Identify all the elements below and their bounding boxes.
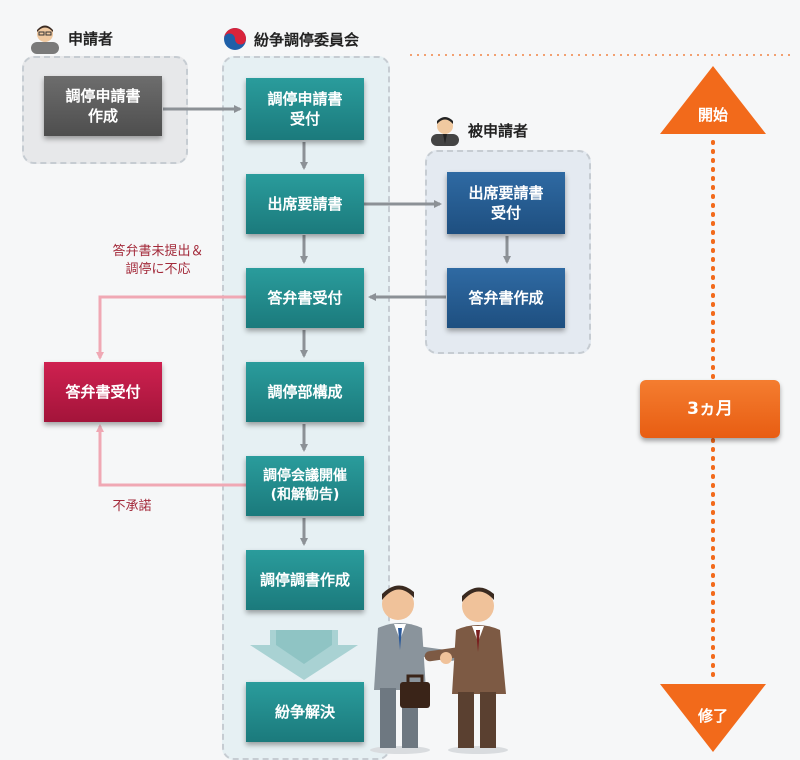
attendance-request-text: 出席要請書 bbox=[267, 194, 343, 213]
answer-receipt-box: 答弁書受付 bbox=[246, 268, 364, 328]
committee-formation-text: 調停部構成 bbox=[267, 382, 343, 401]
applicant-person-icon bbox=[31, 25, 59, 54]
mediation-meeting-text: 調停会議開催 (和解勧告) bbox=[263, 468, 347, 503]
answer-receipt-text: 答弁書受付 bbox=[267, 288, 343, 307]
end-label: 修了 bbox=[697, 707, 728, 725]
create-application-box: 調停申請書 作成 bbox=[44, 76, 162, 136]
attendance-request-box: 出席要請書 bbox=[246, 174, 364, 234]
dispute-resolution-text: 紛争解決 bbox=[274, 702, 335, 721]
dispute-resolution-box: 紛争解決 bbox=[246, 682, 364, 742]
mediation-record-box: 調停調書作成 bbox=[246, 550, 364, 610]
side-answer-receipt-text: 答弁書受付 bbox=[65, 382, 141, 401]
committee-formation-box: 調停部構成 bbox=[246, 362, 364, 422]
respondent-person-icon bbox=[431, 117, 459, 146]
no-submission-note: 答弁書未提出＆ 調停に不応 bbox=[112, 244, 204, 277]
respondent-header: 被申請者 bbox=[428, 114, 528, 146]
duration-badge: 3ヵ月 bbox=[640, 380, 780, 438]
mediation-meeting-box: 調停会議開催 (和解勧告) bbox=[246, 456, 364, 516]
receive-request-box: 出席要請書 受付 bbox=[447, 172, 565, 234]
committee-header: 紛争調停委員会 bbox=[222, 26, 359, 52]
committee-label: 紛争調停委員会 bbox=[254, 30, 360, 49]
applicant-header: 申請者 bbox=[28, 22, 113, 54]
rejection-note: 不承諾 bbox=[112, 499, 152, 514]
applicant-label: 申請者 bbox=[68, 29, 114, 48]
receive-application-box: 調停申請書 受付 bbox=[246, 78, 364, 140]
create-answer-box: 答弁書作成 bbox=[447, 268, 565, 328]
duration-text: 3ヵ月 bbox=[687, 398, 733, 419]
create-answer-text: 答弁書作成 bbox=[468, 288, 544, 307]
mediation-record-text: 調停調書作成 bbox=[259, 570, 350, 589]
receive-request-text: 出席要請書 受付 bbox=[468, 183, 544, 222]
side-answer-receipt-box: 答弁書受付 bbox=[44, 362, 162, 422]
handshake-illustration bbox=[370, 585, 508, 754]
create-application-text: 調停申請書 作成 bbox=[65, 86, 141, 125]
respondent-label: 被申請者 bbox=[468, 121, 529, 140]
start-label: 開始 bbox=[697, 106, 728, 124]
taegeuk-emblem-icon bbox=[224, 28, 246, 50]
receive-application-text: 調停申請書 受付 bbox=[267, 89, 343, 128]
